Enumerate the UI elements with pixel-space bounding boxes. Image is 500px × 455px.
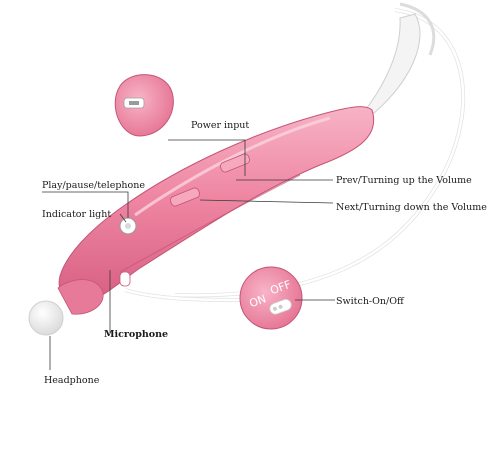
switch-inset-on-text: ON: [248, 292, 268, 310]
label-play-pause: Play/pause/telephone: [42, 180, 145, 191]
leader-play-pause: [42, 191, 129, 218]
label-power-input: Power input: [191, 120, 249, 131]
leader-power-input: [168, 139, 246, 176]
earbud: [28, 279, 104, 336]
label-microphone: Microphone: [104, 329, 168, 340]
body-switch-off-text: OFF: [253, 198, 269, 210]
headphone-tip: [28, 300, 64, 336]
label-next-volume-down: Next/Turning down the Volume: [336, 202, 487, 213]
label-headphone: Headphone: [44, 375, 100, 386]
label-switch-on-off: Switch-On/Off: [336, 296, 405, 307]
label-indicator-light: Indicator light: [42, 209, 111, 220]
leader-lines: [42, 139, 335, 370]
body-switch-on-text: ON: [238, 205, 251, 216]
microphone-hole: [119, 271, 131, 287]
label-prev-volume-up: Prev/Turning up the Volume: [336, 175, 472, 186]
next-volume-down-button[interactable]: [169, 187, 201, 208]
leader-indicator-light: [119, 213, 127, 223]
indicator-light: [125, 223, 131, 229]
leader-next-volume: [199, 199, 334, 204]
switch-inset: ON OFF: [239, 266, 303, 330]
power-input-inset: [114, 74, 174, 137]
prev-volume-up-button[interactable]: [219, 153, 251, 174]
